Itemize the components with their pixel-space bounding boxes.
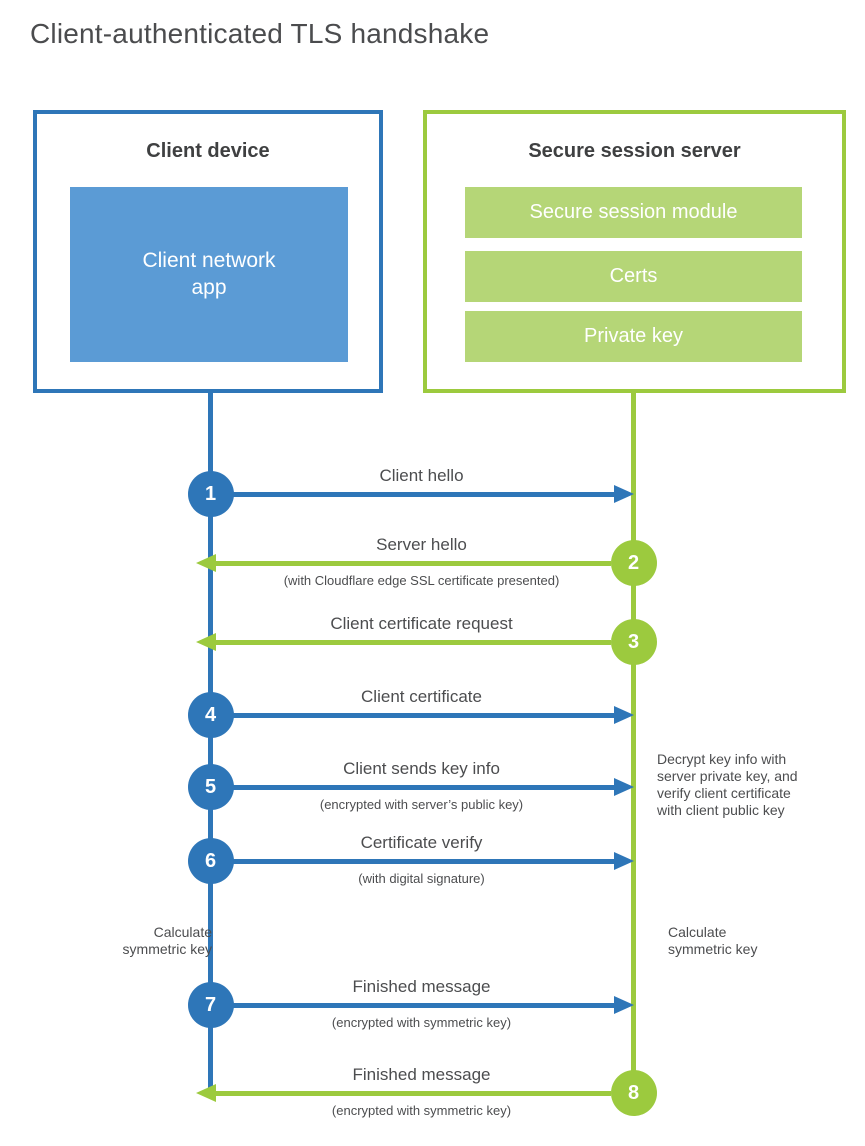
step-7-arrow-head-right-icon bbox=[614, 996, 634, 1014]
step-4-circle: 4 bbox=[187, 692, 234, 738]
step-6-subtitle: (with digital signature) bbox=[358, 871, 485, 886]
step-8-subtitle: (encrypted with symmetric key) bbox=[331, 1103, 512, 1118]
client-device-title: Client device bbox=[146, 140, 270, 162]
step-3-arrow-head-left-icon bbox=[196, 633, 216, 651]
step-5-label: Client sends key info bbox=[343, 759, 500, 778]
calculate-symmetric-key-note-server: Calculate symmetric key bbox=[668, 924, 758, 957]
step-7-subtitle: (encrypted with symmetric key) bbox=[331, 1015, 512, 1030]
step-8-circle: 8 bbox=[610, 1070, 657, 1116]
server-lifeline bbox=[631, 392, 636, 1093]
step-5-subtitle: (encrypted with server’s public key) bbox=[319, 797, 524, 812]
step-2-subtitle: (with Cloudflare edge SSL certificate pr… bbox=[283, 573, 560, 588]
step-3-circle: 3 bbox=[610, 619, 657, 665]
step-1-arrow-line bbox=[230, 492, 616, 497]
private-key-bar: Private key bbox=[465, 311, 802, 362]
secure-session-server-title: Secure session server bbox=[528, 140, 741, 162]
client-lifeline bbox=[208, 392, 213, 1098]
step-2-circle: 2 bbox=[610, 540, 657, 586]
step-3-label: Client certificate request bbox=[330, 614, 513, 633]
client-network-app-label-line2: app bbox=[191, 275, 227, 299]
step-8-arrow-head-left-icon bbox=[196, 1084, 216, 1102]
client-network-app-label-line1: Client network bbox=[142, 249, 276, 273]
step-5-arrow-head-right-icon bbox=[614, 778, 634, 796]
step-4-label: Client certificate bbox=[361, 687, 482, 706]
step-3-arrow-line bbox=[214, 640, 611, 645]
step-8-label: Finished message bbox=[352, 1065, 491, 1084]
step-5-circle: 5 bbox=[187, 764, 234, 810]
calculate-symmetric-key-note-client: Calculate symmetric key bbox=[122, 924, 212, 957]
certs-bar: Certs bbox=[465, 251, 802, 302]
step-1-label: Client hello bbox=[379, 466, 464, 485]
step-7-label: Finished message bbox=[352, 977, 491, 996]
step-4-arrow-line bbox=[230, 713, 616, 718]
step-2-label: Server hello bbox=[376, 535, 467, 554]
step-8-arrow-line bbox=[214, 1091, 611, 1096]
client-device-box: Client device Client network app bbox=[33, 110, 383, 393]
decrypt-key-note: Decrypt key info with server private key… bbox=[657, 751, 798, 818]
step-2-arrow-line bbox=[214, 561, 611, 566]
step-7-circle: 7 bbox=[187, 982, 234, 1028]
step-1-circle: 1 bbox=[187, 471, 234, 517]
step-6-arrow-line bbox=[230, 859, 616, 864]
page-title: Client-authenticated TLS handshake bbox=[30, 18, 490, 49]
step-1-arrow-head-right-icon bbox=[614, 485, 634, 503]
client-network-app-box: Client network app bbox=[70, 187, 348, 362]
step-2-arrow-head-left-icon bbox=[196, 554, 216, 572]
step-6-circle: 6 bbox=[187, 838, 234, 884]
step-7-arrow-line bbox=[230, 1003, 616, 1008]
step-6-arrow-head-right-icon bbox=[614, 852, 634, 870]
secure-session-module-bar: Secure session module bbox=[465, 187, 802, 238]
secure-session-server-box: Secure session server Secure session mod… bbox=[423, 110, 846, 393]
step-5-arrow-line bbox=[230, 785, 616, 790]
step-4-arrow-head-right-icon bbox=[614, 706, 634, 724]
step-6-label: Certificate verify bbox=[360, 833, 483, 852]
